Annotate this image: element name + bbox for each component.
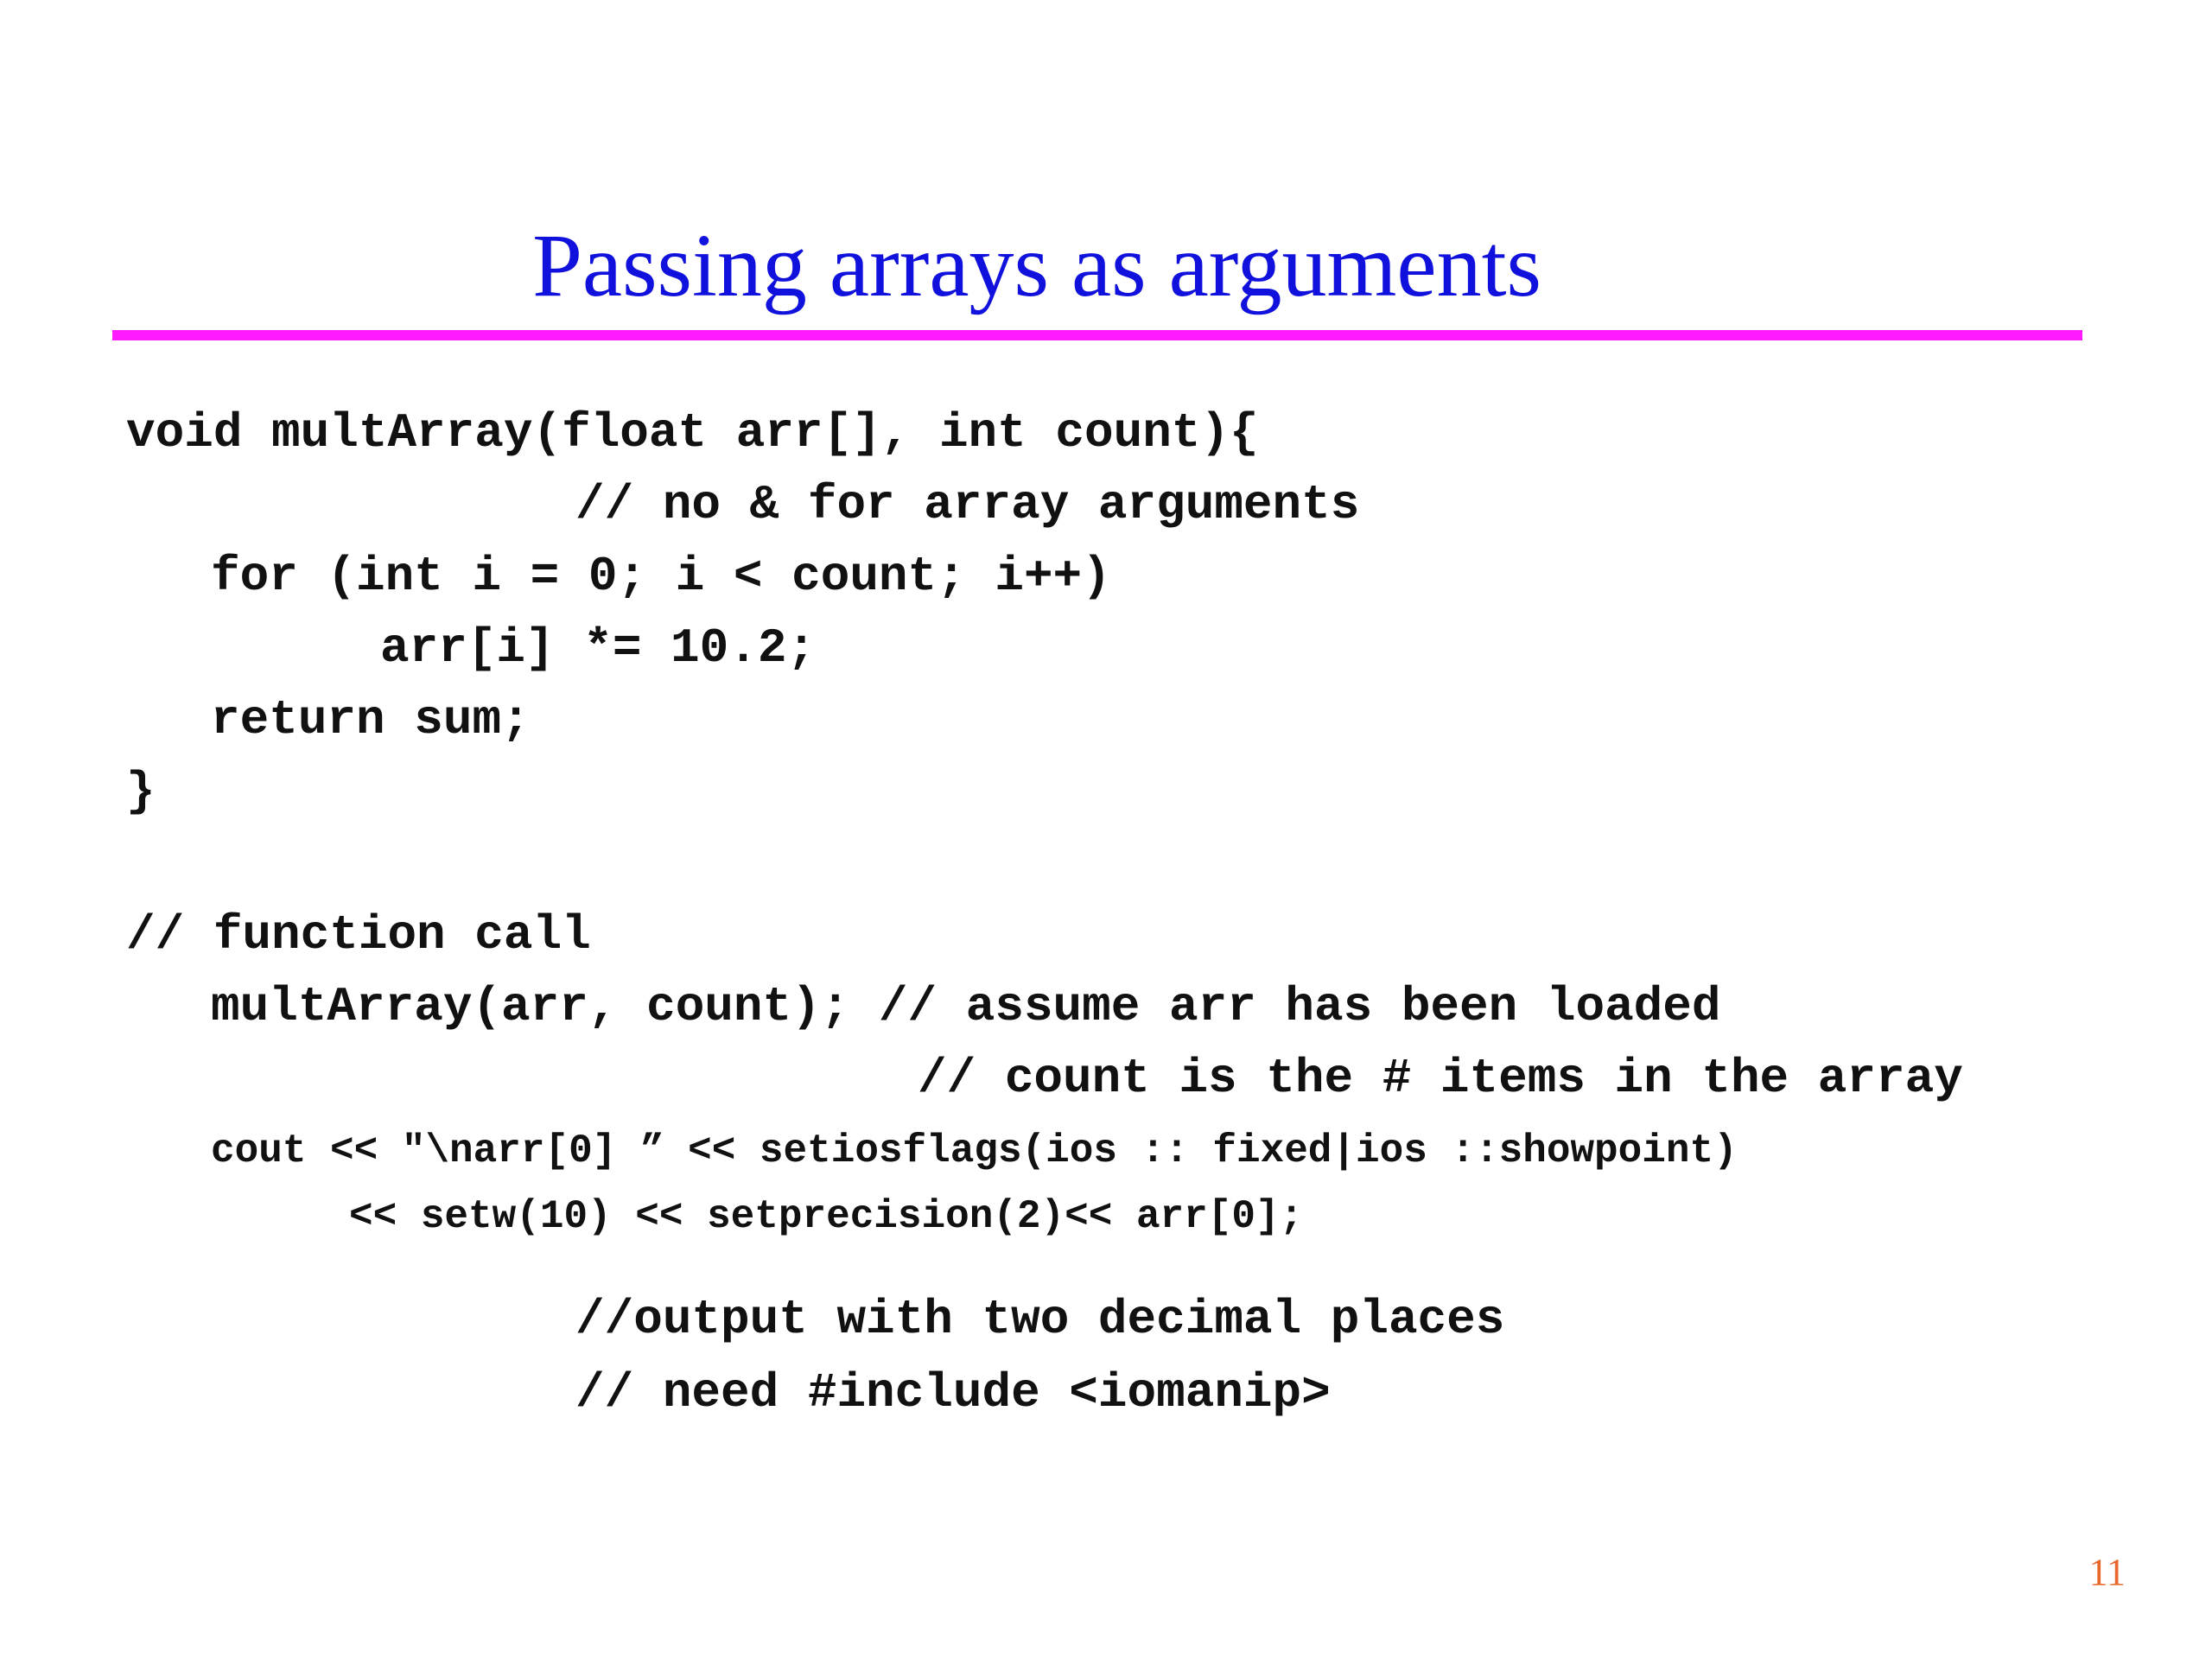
code-line-function-signature: void multArray(float arr[], int count){: [126, 405, 1259, 461]
code-line-count-comment: // count is the # items in the array: [918, 1051, 1963, 1106]
page-number: 11: [2088, 1551, 2126, 1593]
code-line-function-call: multArray(arr, count); // assume arr has…: [211, 979, 1721, 1034]
code-line-cout: cout << "\narr[0] ” << setiosflags(ios :…: [211, 1128, 1738, 1173]
code-line-setw: << setw(10) << setprecision(2)<< arr[0];: [349, 1194, 1304, 1239]
code-line-include-comment: // need #include <iomanip>: [575, 1365, 1331, 1421]
code-line-function-call-comment: // function call: [126, 907, 591, 963]
code-line-output-comment: //output with two decimal places: [575, 1292, 1505, 1347]
code-line-for-loop: for (int i = 0; i < count; i++): [211, 549, 1111, 604]
code-line-multiply: arr[i] *= 10.2;: [380, 620, 817, 676]
slide-title: Passing arrays as arguments: [532, 216, 1541, 315]
code-line-closing-brace: }: [126, 764, 156, 819]
title-divider: [112, 330, 2082, 340]
code-line-return: return sum;: [211, 692, 531, 747]
code-line-comment-no-ampersand: // no & for array arguments: [575, 477, 1360, 532]
